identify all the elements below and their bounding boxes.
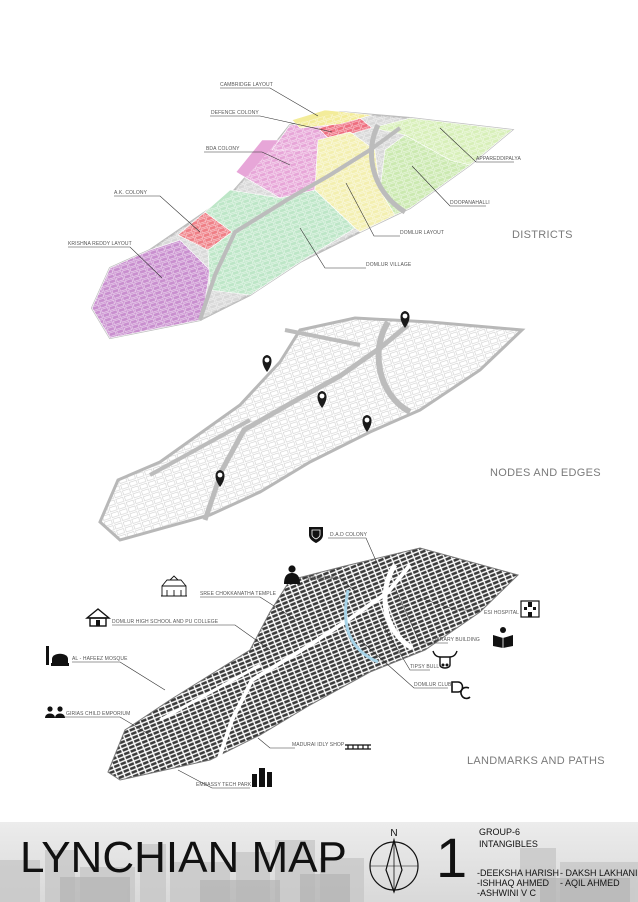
district-block-texture [92,112,512,338]
label-dad-colony: D.A.D COLONY [330,532,368,538]
nodes-base [98,316,526,542]
label-library: LIBRARY BUILDING [432,637,480,643]
members-left: -DEEKSHA HARISH -ISHHAQ AHMED -ASHWINI V… [477,868,559,898]
map-pin-icon[interactable] [362,415,372,432]
label-domlur-village: DOMLUR VILLAGE [366,262,412,268]
club-logo-icon [451,681,471,700]
label-ak: A.K. COLONY [114,190,148,196]
label-sherlocks: SHERLOCKS [306,576,338,582]
member-name: -ISHHAQ AHMED [477,878,550,888]
label-school: DOMLUR HIGH SCHOOL AND PU COLLEGE [112,619,219,625]
members-right: - DAKSH LAKHANI - AQIL AHMED [560,868,638,888]
landmarks-map: D.A.D COLONY SHERLOCKS SREE CHOKKANATHA … [45,527,605,789]
compass-north-letter: N [390,828,397,839]
node-pins [215,311,410,487]
mosque-icon [46,646,69,666]
group-block: GROUP-6 INTANGIBLES [479,826,538,850]
nodes-ring-road [375,320,412,415]
north-arrow-icon: N [369,828,419,894]
section-title-nodes: NODES AND EDGES [490,467,601,479]
group-subtitle: INTANGIBLES [479,839,538,849]
landmarks-main-path [213,563,412,771]
label-temple: SREE CHOKKANATHA TEMPLE [200,591,277,597]
label-appareddi: APPAREDDIPALYA [476,156,521,162]
map-pin-icon[interactable] [400,311,410,328]
districts-map: CAMBRIDGE LAYOUT DEFENCE COLONY BDA COLO… [68,82,573,340]
member-name: - AQIL AHMED [560,878,620,888]
footer-band [0,822,638,902]
label-mosque: AL - HAFEEZ MOSQUE [72,656,128,662]
landmarks-ring-path [382,563,414,651]
school-icon [85,608,111,627]
map-pin-icon[interactable] [317,391,327,408]
map-pin-icon[interactable] [215,470,225,487]
group-name: GROUP-6 [479,827,521,837]
bull-icon [432,650,458,669]
hospital-icon [520,600,540,618]
label-bda: BDA COLONY [206,146,240,152]
label-idly-shop: MADURAI IDLY SHOP [292,742,345,748]
label-krishna: KRISHNA REDDY LAYOUT [68,241,132,247]
person-icon [284,565,300,584]
district-ring-road [369,123,407,215]
label-domlur-layout: DOMLUR LAYOUT [400,230,444,236]
nodes-top-road [284,328,361,347]
label-emporium: GIRIAS CHILD EMPORIUM [66,711,130,717]
sheet-number: 1 [436,826,468,889]
label-cambridge: CAMBRIDGE LAYOUT [220,82,273,88]
label-doopan: DOOPANAHALLI [450,200,490,206]
people-icon [45,706,65,718]
map-pin-icon[interactable] [262,355,272,372]
shield-icon [309,527,323,543]
label-domlur-club: DOMLUR CLUB [414,682,452,688]
district-leaders [68,87,514,279]
map-title: LYNCHIAN MAP [20,833,347,882]
label-tipsy-bull: TIPSY BULL [410,664,439,670]
landmarks-lake-path [344,589,379,664]
label-defence: DEFENCE COLONY [211,110,259,116]
landmarks-base [107,547,519,781]
section-title-landmarks: LANDMARKS AND PATHS [467,755,605,767]
nodes-map: NODES AND EDGES [98,311,601,542]
member-name: - DAKSH LAKHANI [560,868,638,878]
section-title-districts: DISTRICTS [512,229,573,241]
office-building-icon [252,768,272,787]
landmark-leaders [65,537,480,789]
book-reader-icon [493,627,513,648]
member-name: -DEEKSHA HARISH [477,868,560,878]
label-esi-hospital: ESI HOSPITAL [484,610,519,616]
member-name: -ASHWINI V C [477,888,537,898]
label-tech-park: EMBASSY TECH PARK [196,782,252,788]
bridge-icon [345,744,371,750]
landmarks-cross-path [159,663,261,722]
city-skyline-backdrop [0,840,638,902]
nodes-cross-road [149,418,251,477]
temple-icon [161,575,187,597]
